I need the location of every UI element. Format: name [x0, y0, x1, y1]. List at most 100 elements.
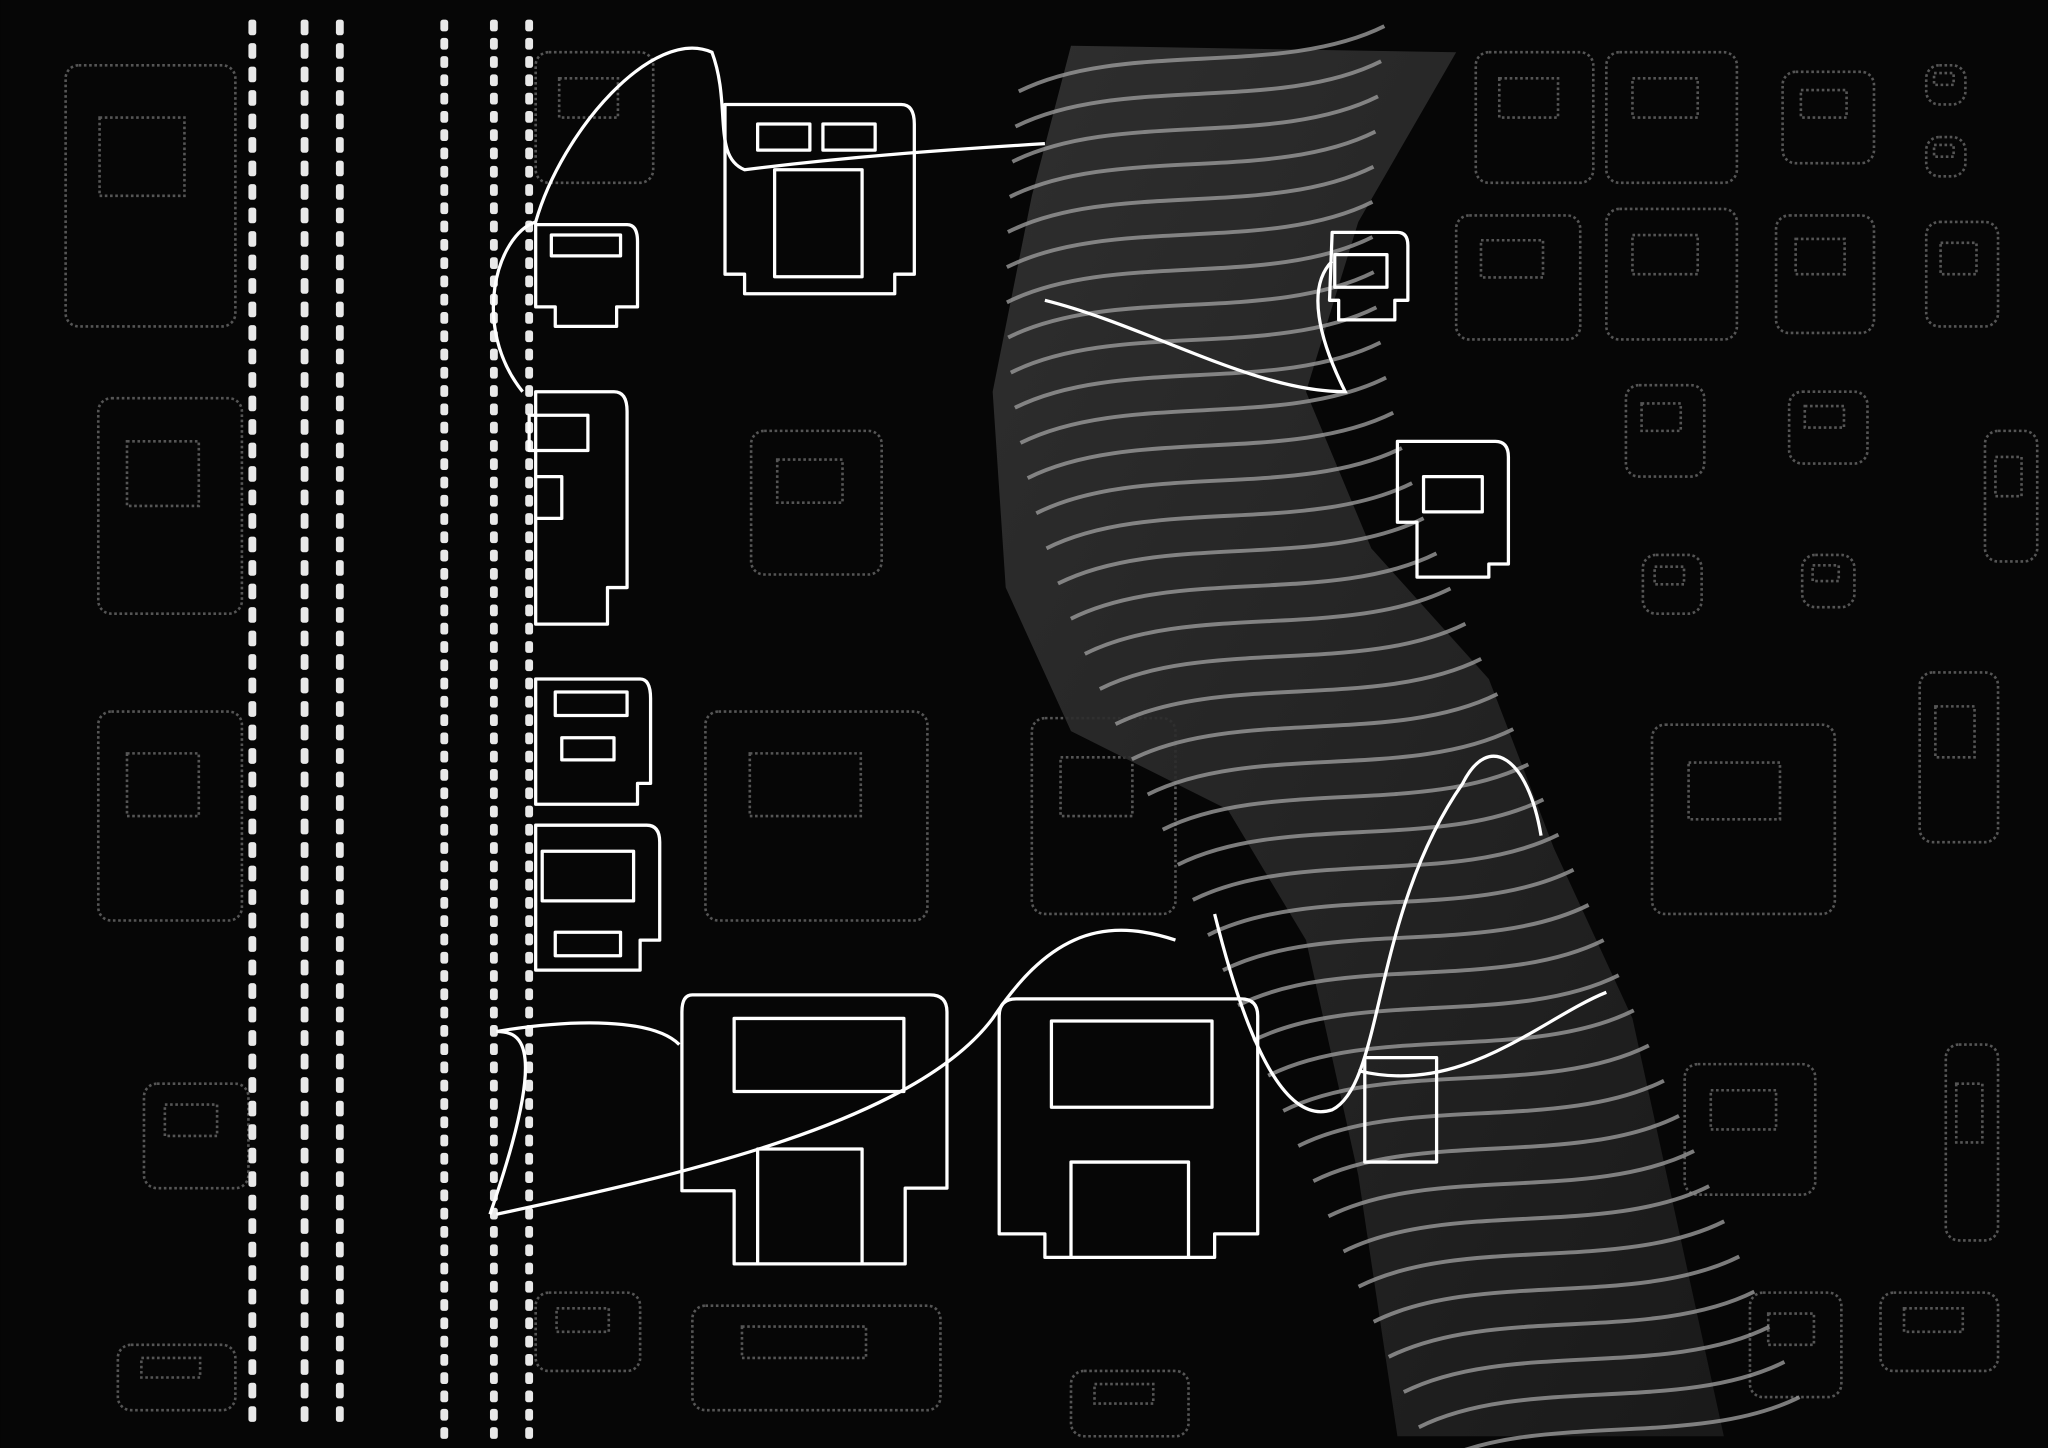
- stitch-mark: [440, 970, 449, 982]
- stitch-mark: [335, 207, 344, 224]
- stitch-mark: [525, 275, 534, 288]
- stitch-mark: [440, 1280, 449, 1293]
- stitch-mark: [335, 795, 344, 811]
- stitch-mark: [440, 1006, 449, 1019]
- stitch-mark: [248, 19, 257, 36]
- stitch-mark: [248, 1218, 257, 1234]
- stitch-mark: [440, 330, 449, 343]
- stitch-mark: [248, 1241, 257, 1258]
- stitch-mark: [440, 275, 449, 288]
- stitch-mark: [440, 842, 449, 854]
- stitch-mark: [335, 560, 344, 576]
- stitch-mark: [248, 231, 257, 247]
- stitch-mark: [525, 769, 534, 781]
- stitch-mark: [440, 1061, 449, 1074]
- stitch-mark: [335, 1382, 344, 1399]
- stitch-mark: [335, 1147, 344, 1164]
- stitch-mark: [440, 805, 449, 818]
- contour-line: [1130, 692, 1499, 762]
- building-outline: [1395, 439, 1511, 579]
- stitch-mark: [248, 536, 257, 553]
- stitch-mark: [248, 1265, 257, 1281]
- stitch-mark: [300, 936, 309, 952]
- stitch-mark: [489, 494, 498, 507]
- stitch-mark: [489, 897, 498, 909]
- stitch-mark: [248, 1100, 257, 1117]
- stitch-mark: [489, 641, 498, 653]
- stitch-mark: [440, 586, 449, 599]
- stitch-mark: [335, 19, 344, 36]
- stitch-mark: [525, 37, 534, 50]
- stitch-mark: [248, 113, 257, 130]
- faint-building: [1924, 220, 2000, 328]
- stitch-mark: [300, 701, 309, 717]
- stitch-mark: [489, 1408, 498, 1421]
- stitch-mark: [335, 818, 344, 835]
- stitch-mark: [440, 860, 449, 873]
- stitch-mark: [248, 748, 257, 764]
- building-outline: [534, 677, 653, 806]
- ribbon-contour-lines: [1005, 24, 1801, 1448]
- stitch-mark: [440, 1353, 449, 1366]
- stitch-columns: [248, 19, 534, 1439]
- faint-window: [1687, 761, 1782, 821]
- stitch-mark: [525, 1390, 534, 1403]
- stitch-mark: [489, 421, 498, 434]
- stitch-mark: [489, 677, 498, 690]
- stitch-mark: [525, 1116, 534, 1129]
- stitch-mark: [335, 1194, 344, 1211]
- faint-building: [1781, 70, 1876, 165]
- stitch-mark: [300, 207, 309, 224]
- stitch-mark: [440, 878, 449, 891]
- stitch-mark: [489, 750, 498, 763]
- stitch-mark: [489, 385, 498, 397]
- contour-line: [1011, 94, 1379, 164]
- stitch-mark: [489, 1024, 498, 1037]
- stitch-mark: [440, 567, 449, 580]
- stitch-mark: [525, 1189, 534, 1202]
- stitch-mark: [248, 865, 257, 882]
- stitch-mark: [440, 403, 449, 416]
- stitch-mark: [440, 238, 449, 251]
- stitch-mark: [300, 630, 309, 647]
- contour-line: [1402, 1325, 1771, 1394]
- faint-window: [125, 440, 201, 508]
- stitch-mark: [440, 92, 449, 105]
- stitch-mark: [248, 489, 257, 506]
- stitch-mark: [525, 1061, 534, 1074]
- stitch-mark: [300, 466, 309, 482]
- stitch-mark: [248, 1288, 257, 1305]
- building-outline: [534, 222, 640, 329]
- stitch-mark: [335, 301, 344, 318]
- stitch-mark: [525, 312, 534, 324]
- faint-building: [1800, 553, 1856, 609]
- stitch-mark: [489, 458, 498, 471]
- stitch-mark: [335, 771, 344, 788]
- stitch-mark: [489, 165, 498, 178]
- stitch-mark: [525, 622, 534, 635]
- stitch-mark: [440, 549, 449, 562]
- faint-building: [1748, 1291, 1843, 1399]
- contour-line: [1019, 375, 1387, 445]
- stitch-mark: [525, 1262, 534, 1275]
- stitch-mark: [525, 549, 534, 562]
- stitch-mark: [489, 951, 498, 964]
- stitch-mark: [300, 513, 309, 529]
- stitch-mark: [440, 513, 449, 525]
- stitch-mark: [489, 823, 498, 836]
- stitch-mark: [248, 1406, 257, 1422]
- stitch-mark: [489, 805, 498, 818]
- stitch-mark: [489, 933, 498, 946]
- stitch-mark: [525, 951, 534, 964]
- faint-window: [775, 458, 844, 504]
- stitch-mark: [525, 56, 534, 68]
- stitch-mark: [440, 1189, 449, 1202]
- stitch-mark: [440, 1079, 449, 1092]
- stitch-mark: [489, 622, 498, 635]
- building-outline: [527, 390, 629, 626]
- faint-window: [1093, 1382, 1155, 1405]
- stitch-mark: [248, 442, 257, 459]
- stitch-mark: [300, 1406, 309, 1422]
- stitch-mark: [248, 90, 257, 106]
